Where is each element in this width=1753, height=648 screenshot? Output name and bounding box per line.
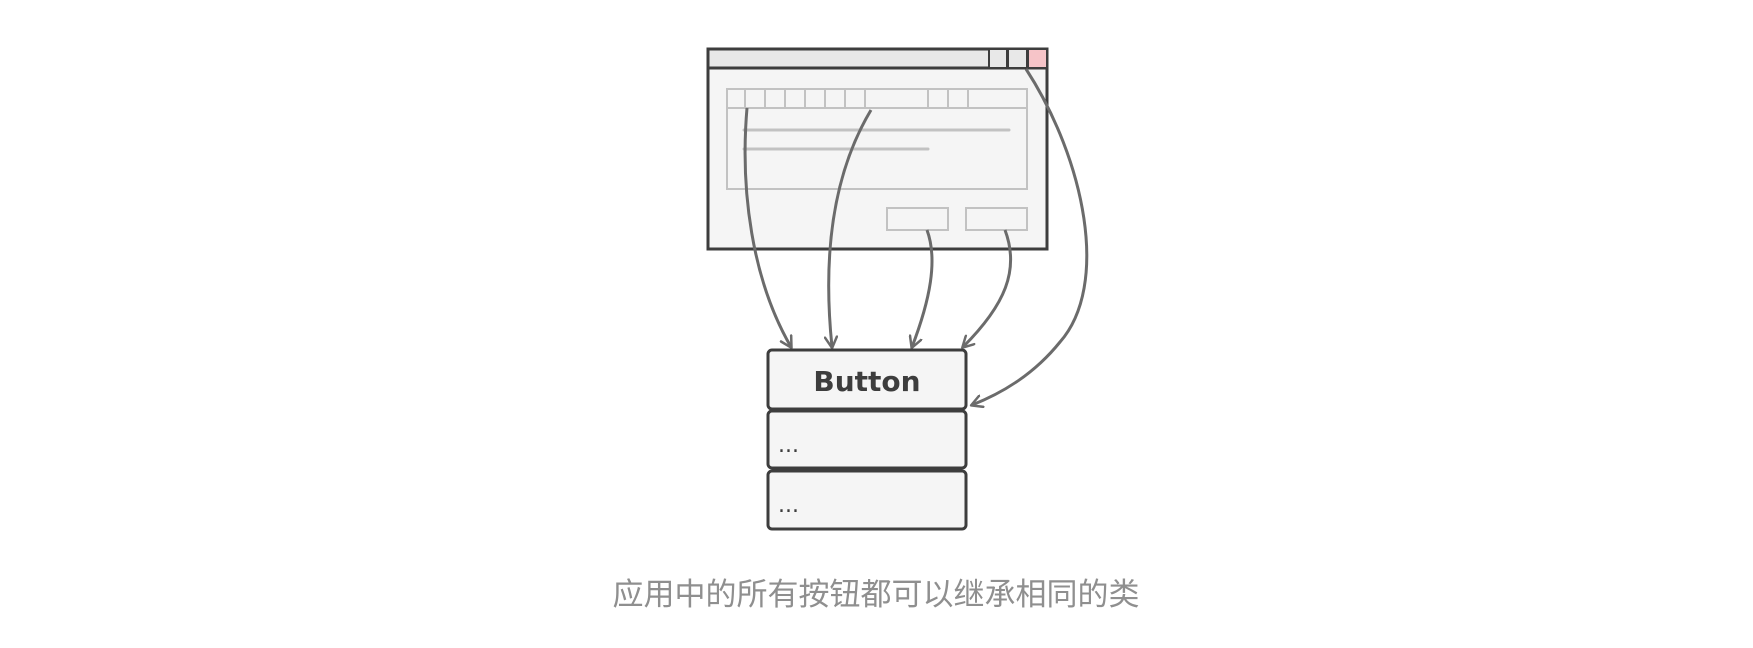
class-fields-ellipsis: ...: [778, 433, 799, 458]
window-content-panel: [726, 88, 1028, 190]
maximize-button-icon[interactable]: [1007, 48, 1028, 69]
toolbar: [726, 88, 1028, 109]
arrow: [743, 107, 791, 347]
arrow: [912, 229, 934, 347]
toolbar-spacer: [967, 88, 1028, 109]
arrow: [829, 109, 873, 347]
window-controls: [988, 48, 1048, 69]
app-window: [706, 47, 1049, 251]
dialog-button-icon[interactable]: [886, 207, 949, 231]
arrow: [963, 229, 1013, 347]
class-methods-ellipsis: ...: [778, 493, 799, 518]
class-header: [766, 348, 968, 411]
minimize-button-icon[interactable]: [988, 48, 1008, 69]
class-title: Button: [813, 365, 920, 398]
button-class-box: Button ... ...: [766, 348, 968, 531]
class-methods-section: [766, 469, 968, 531]
arrow: [972, 68, 1089, 405]
dialog-button-icon[interactable]: [965, 207, 1028, 231]
content-frame: [726, 88, 1028, 190]
caption: 应用中的所有按钮都可以继承相同的类: [613, 577, 1140, 613]
inheritance-arrows: [743, 68, 1089, 405]
class-fields-section: [766, 409, 968, 470]
close-button-icon[interactable]: [1027, 48, 1048, 69]
